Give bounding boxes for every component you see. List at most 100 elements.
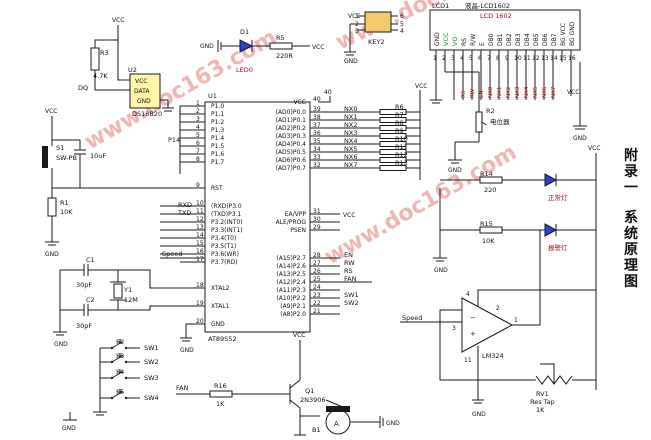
pin-name: (AD5)P0.5: [276, 149, 307, 156]
pin-name: P1.3: [211, 127, 224, 134]
lcd-pin-name: DB1: [497, 33, 504, 46]
mcu-pin-27: 27(A14)P2.6: [276, 260, 340, 270]
rv1-value: 1K: [536, 406, 545, 414]
net-rxd: RXD: [178, 201, 192, 209]
pot-ref: R2: [486, 107, 495, 115]
lcd-pin-5: R/W5: [469, 34, 477, 62]
vcc-label: VCC: [415, 83, 427, 90]
p14-label: P14: [168, 136, 180, 144]
pot-label: 电位器: [490, 117, 510, 126]
lcd-pin-num: 3: [451, 55, 455, 62]
pin-number: 32: [313, 162, 321, 169]
pin-number: 16: [196, 248, 204, 255]
pin-name: P3.3(INT1): [211, 227, 243, 234]
lcd-net-nx0: NX0: [488, 62, 494, 100]
pin-name: (AD3)P0.3: [276, 133, 307, 140]
mcu-right-pins: 40VCC39(AD0)P0.038(AD1)P0.137(AD2)P0.236…: [276, 96, 372, 318]
pin-name: ALE/PROG: [276, 219, 307, 226]
fan-resistor-value: 1K: [216, 400, 225, 408]
crystal-value: 12M: [124, 296, 138, 304]
gnd-label: GND: [573, 135, 587, 142]
pin-number: 20: [196, 318, 204, 325]
lcd-net-nx3: NX3: [515, 62, 521, 100]
net-label: NX3: [344, 129, 357, 137]
mcu-pin-28: 28(A15)P2.7: [276, 252, 340, 262]
pin-name: (AD4)P0.4: [276, 141, 307, 148]
lcd-pin-num: 1: [433, 55, 437, 62]
reset-switch-ref: S1: [56, 144, 64, 152]
pin-name: VCC: [294, 99, 306, 106]
lcd-pin-num: 5: [469, 55, 473, 62]
pin-number: 13: [196, 224, 204, 231]
lcd-pin-num: 15: [559, 55, 567, 62]
pin-name: (RXD)P3.0: [211, 203, 242, 210]
lcd-pin-name: GND: [434, 32, 441, 46]
resistor-label: R6: [395, 103, 404, 111]
lcd-pin-name: VO: [451, 37, 459, 46]
led0-label: LED0: [236, 66, 253, 74]
transistor-ref: Q1: [305, 387, 314, 395]
gnd-label: GND: [45, 251, 59, 258]
op-minus: −: [470, 314, 476, 322]
gnd-label: GND: [448, 167, 462, 174]
net-label: NX6: [344, 153, 357, 161]
sensor-part: DS18B20: [132, 110, 162, 118]
pin-40-num: 40: [324, 89, 332, 96]
mcu-pin-10: 10(RXD)P3.0: [180, 200, 242, 210]
lcd-net-label: NX4: [524, 86, 530, 98]
lcd-net-label: NX1: [497, 87, 503, 98]
motor-ref: B1: [312, 426, 321, 434]
pin-number: 17: [196, 256, 204, 263]
lcd-pin-name: VCC: [442, 32, 450, 46]
potentiometer-r2: R2 电位器 GND: [448, 100, 510, 174]
pin-name: P3.7(RD): [211, 259, 238, 266]
pin-name: P1.5: [211, 143, 224, 150]
lcd-net-label: NX2: [506, 87, 512, 98]
lm324-pin-11: 11: [464, 357, 472, 364]
lcd-pin-name: DB6: [542, 33, 549, 46]
p2-net-rw: RW: [344, 259, 355, 267]
lcd-pin-num: 11: [523, 55, 531, 62]
lcd-pin-num: 10: [514, 55, 522, 62]
pin-name: (AD0)P0.0: [276, 109, 307, 116]
pin-number: 21: [313, 308, 321, 315]
lcd-pin-name: RS: [461, 38, 468, 46]
lcd-pin-num: 4: [460, 55, 464, 62]
mcu-pin-34: 34(AD5)P0.5: [276, 146, 340, 156]
gnd-label: GND: [54, 341, 68, 348]
pin-name: (A9)P2.1: [280, 303, 306, 310]
lcd-net-rs: RS: [461, 62, 467, 100]
lcd-pin-name: DB7: [551, 33, 558, 46]
pin-number: 19: [196, 300, 204, 307]
pin-name: PSEN: [290, 227, 306, 234]
pin-name: P3.2(INT0): [211, 219, 243, 226]
resistor-label: R13: [395, 159, 408, 167]
lcd-net-label: RW: [470, 88, 476, 98]
pin-name: P1.4: [211, 135, 224, 142]
reset-switch-type: SW-PB: [56, 154, 77, 162]
lcd-pin-num: 6: [478, 55, 482, 62]
vcc-label: VCC: [312, 44, 324, 51]
r14-value: 220: [484, 186, 496, 194]
pin-number: 39: [313, 106, 321, 113]
resistor-label: R9: [395, 127, 404, 135]
pin-number: 5: [196, 132, 200, 139]
pin-name: EA/VPP: [285, 211, 307, 218]
pin-name: XTAL1: [211, 303, 230, 310]
pin-name: (TXD)P3.1: [211, 211, 241, 218]
